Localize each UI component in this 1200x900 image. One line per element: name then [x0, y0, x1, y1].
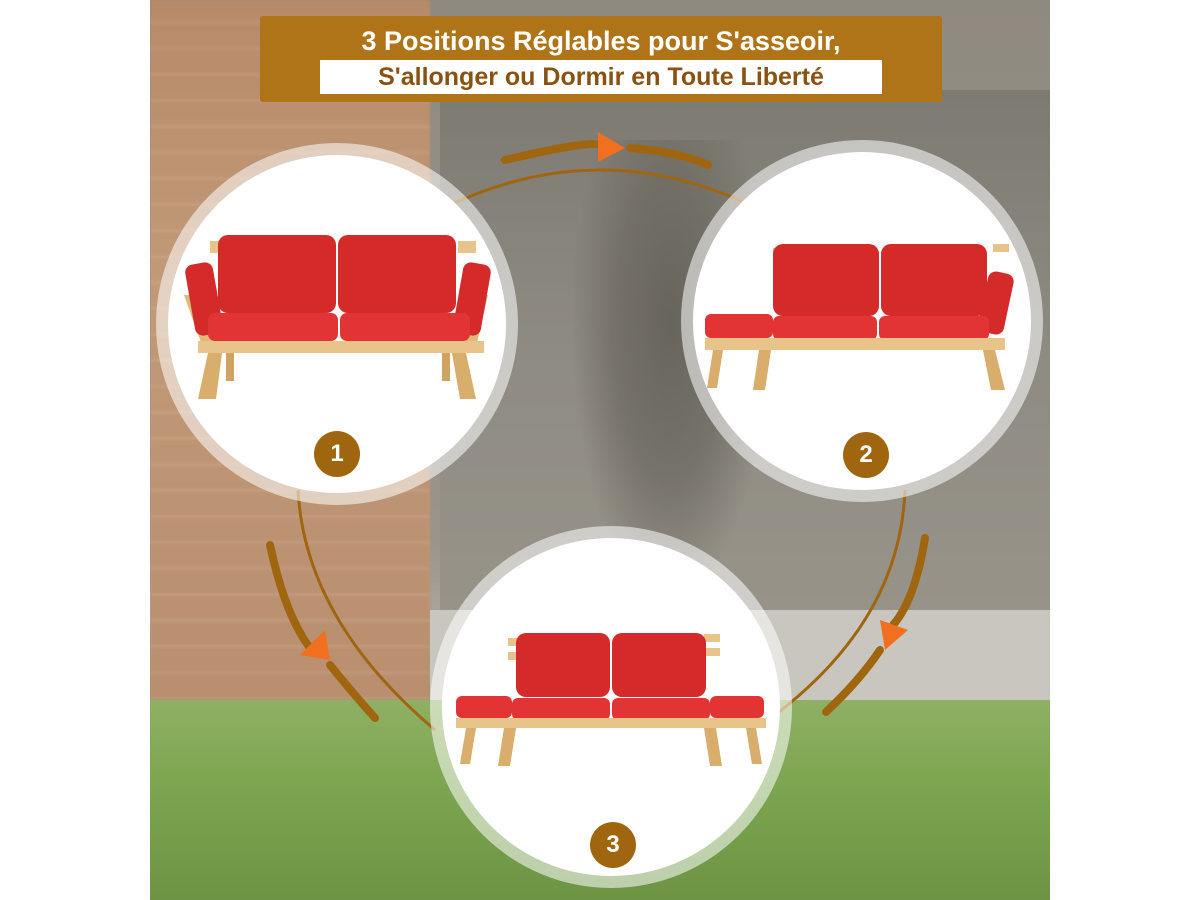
sofa-seat-icon — [184, 235, 491, 399]
arc-2-to-3 — [774, 489, 907, 717]
title-banner: 3 Positions Réglables pour S'asseoir, S'… — [260, 16, 942, 102]
position-2-circle: 2 — [693, 152, 1031, 490]
position-3-badge: 3 — [590, 822, 636, 868]
arrow-shaft-top-2 — [626, 144, 712, 169]
arrow-shaft-top — [501, 140, 604, 164]
banner-line-1: 3 Positions Réglables pour S'asseoir, — [361, 26, 841, 56]
arc-3-to-1 — [296, 489, 436, 732]
arrow-shaft-right — [889, 534, 929, 629]
banner-line-2-box: S'allonger ou Dormir en Toute Liberté — [320, 60, 882, 94]
arrow-shaft-left-2 — [326, 661, 379, 722]
arrow-shaft-right-2 — [822, 646, 884, 716]
sofa-lounge-icon — [705, 244, 1014, 390]
banner-line-2: S'allonger ou Dormir en Toute Liberté — [378, 63, 824, 91]
arrow-shaft-left — [266, 541, 314, 652]
arrow-head-top-icon — [598, 132, 625, 162]
arrow-head-right-icon — [880, 620, 908, 650]
position-2-badge: 2 — [843, 432, 889, 478]
sofa-bed-icon — [456, 633, 766, 766]
position-3-circle: 3 — [442, 538, 780, 876]
arc-1-to-2 — [439, 168, 761, 212]
position-1-circle: 1 — [168, 155, 506, 493]
arrow-head-left-icon — [300, 630, 330, 660]
position-1-badge: 1 — [314, 431, 360, 477]
